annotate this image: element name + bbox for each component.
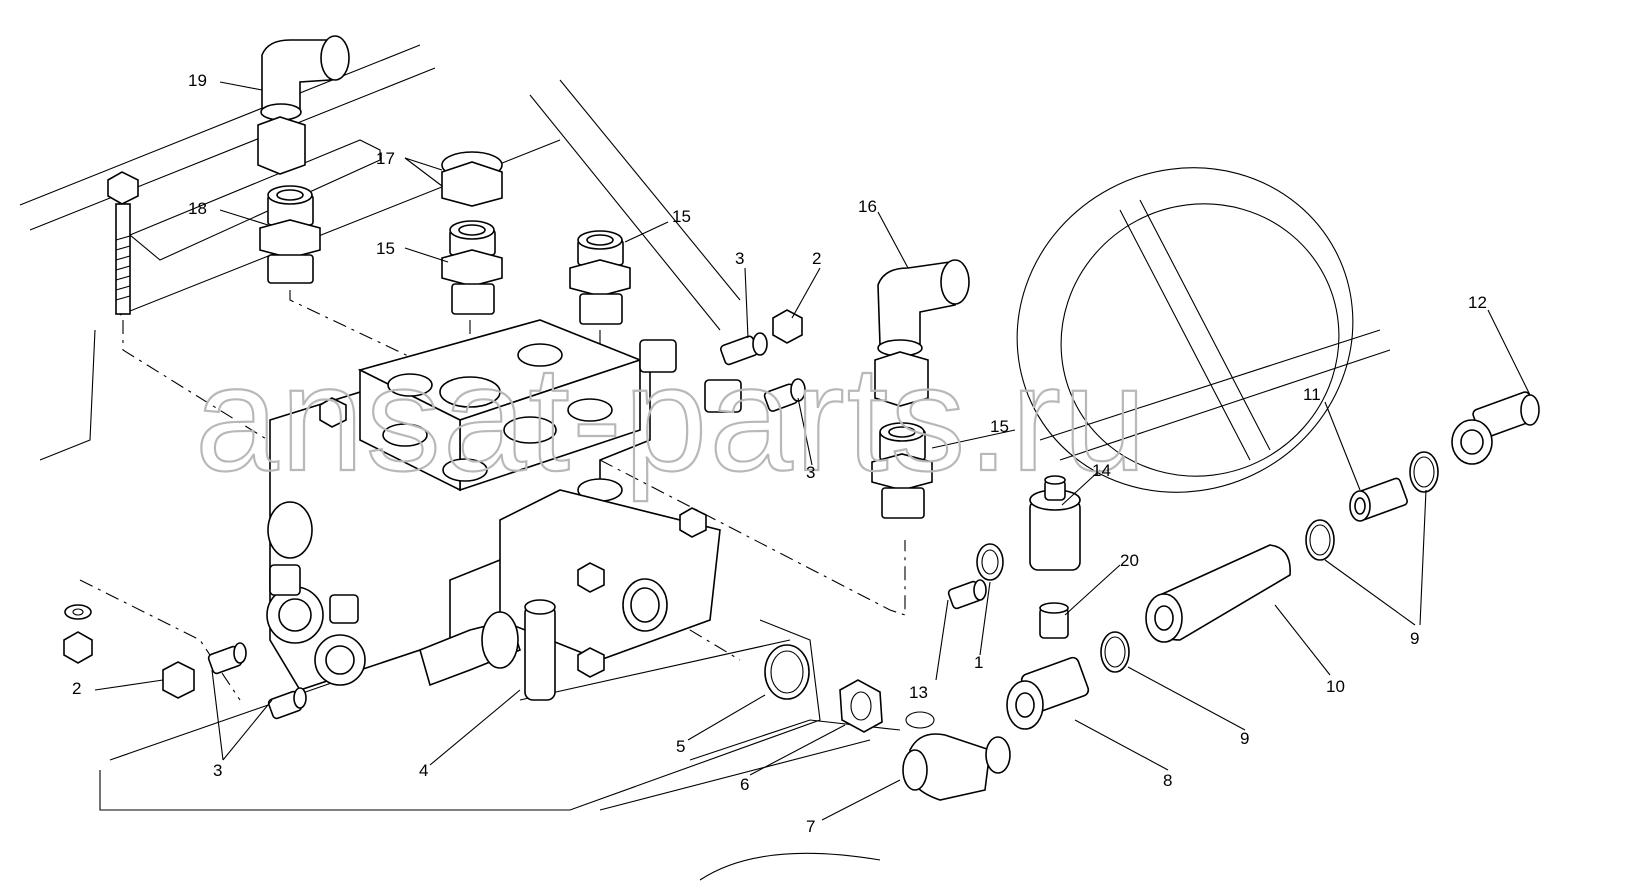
callout-9: 9: [1240, 729, 1249, 748]
callout-20: 20: [1120, 551, 1139, 570]
union-fitting-8: [1006, 656, 1090, 730]
fitting-3-bottom-b: [267, 687, 307, 720]
callout-2: 2: [72, 679, 81, 698]
o-ring-5: [764, 644, 810, 700]
steering-wheel: [1016, 167, 1391, 493]
adapter-15a: [441, 220, 503, 315]
bolt: [107, 171, 139, 315]
elbow-fitting-19: [257, 35, 350, 175]
frame-outline: [19, 44, 901, 881]
elbow-fitting-7: [902, 733, 1011, 801]
callout-15: 15: [990, 417, 1009, 436]
callout-5: 5: [676, 737, 685, 756]
callout-9: 9: [1410, 629, 1419, 648]
sealing-ring-9b: [1305, 519, 1335, 561]
callout-12: 12: [1468, 293, 1487, 312]
callout-15: 15: [672, 207, 691, 226]
callout-13: 13: [909, 683, 928, 702]
plug-2-bottom: [162, 661, 195, 699]
callout-3: 3: [213, 761, 222, 780]
callout-3: 3: [735, 249, 744, 268]
callout-labels: 19 18 17 15 15 15 16 3 2 3 12 11 14 20 9…: [72, 71, 1487, 836]
fitting-3-top: [719, 332, 768, 366]
callout-16: 16: [858, 197, 877, 216]
adapter-18: [259, 185, 321, 284]
nut-6: [839, 679, 883, 733]
sealing-ring-9a: [1409, 451, 1439, 493]
callout-15: 15: [376, 239, 395, 258]
small-ring: [905, 711, 935, 729]
callout-17: 17: [376, 149, 395, 168]
callout-10: 10: [1326, 677, 1345, 696]
control-valve-block: [266, 319, 742, 701]
callout-11: 11: [1303, 385, 1321, 404]
washer-nut-stack: [63, 604, 93, 664]
adapter-15c: [871, 422, 933, 519]
callout-3: 3: [806, 463, 815, 482]
watermark-text: ansat-parts.ru: [195, 334, 1148, 502]
callout-14: 14: [1092, 461, 1111, 480]
fitting-3-mid: [763, 378, 806, 412]
sealing-ring-1: [976, 543, 1004, 581]
callout-1: 1: [974, 653, 983, 672]
tee-fitting-12: [1451, 391, 1540, 465]
callout-4: 4: [419, 761, 428, 780]
sealing-ring-9c: [1100, 631, 1130, 673]
callout-8: 8: [1163, 771, 1172, 790]
adapter-15b: [569, 230, 631, 325]
filter-housing-10: [1145, 544, 1291, 643]
elbow-fitting-16: [874, 259, 970, 407]
callout-18: 18: [188, 199, 207, 218]
fitting-13: [947, 579, 987, 610]
plug-2-top: [772, 309, 803, 344]
fitting-3-bottom-a: [207, 642, 247, 675]
callout-19: 19: [188, 71, 207, 90]
callout-2: 2: [812, 249, 821, 268]
leader-lines: [94, 81, 1531, 821]
valve-14: [1029, 475, 1081, 571]
callout-7: 7: [806, 817, 815, 836]
callout-6: 6: [740, 775, 749, 794]
fitting-20: [1039, 602, 1069, 639]
adapter-11: [1349, 477, 1408, 522]
plug-cap-17: [441, 151, 503, 207]
